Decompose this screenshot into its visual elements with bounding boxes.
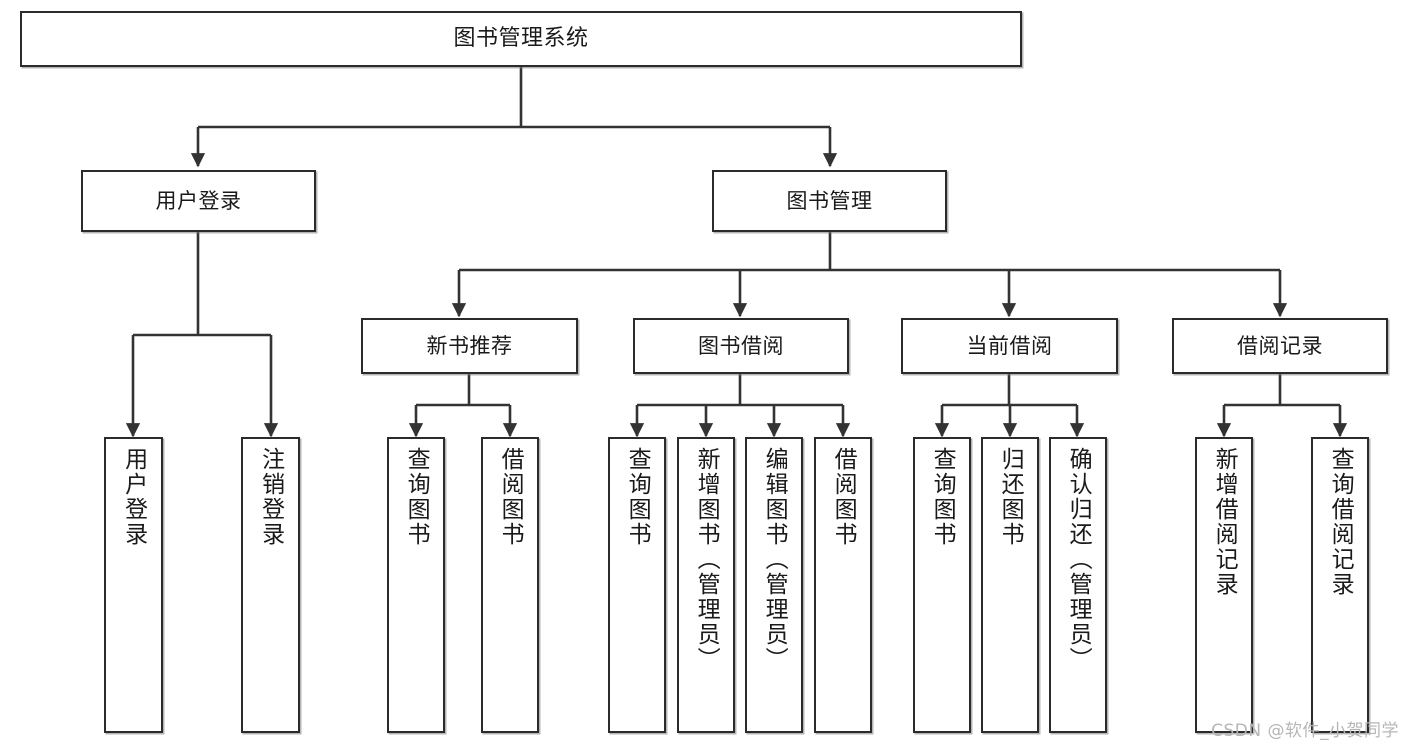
node-label: 借阅图书 <box>497 447 524 547</box>
node-leaf-query-book-current[interactable]: 查询图书 <box>913 437 971 733</box>
node-label: 当前借阅 <box>966 333 1053 358</box>
node-user-login[interactable]: 用户登录 <box>81 170 316 232</box>
node-leaf-confirm-return[interactable]: 确认归还（管理员） <box>1049 437 1107 733</box>
node-borrow-record[interactable]: 借阅记录 <box>1172 318 1388 374</box>
node-label: 查询图书 <box>403 447 430 547</box>
node-leaf-borrow-book-recommend[interactable]: 借阅图书 <box>481 437 539 733</box>
node-label: 新增图书（管理员） <box>693 447 720 672</box>
node-label: 用户登录 <box>120 447 147 547</box>
node-label: 编辑图书（管理员） <box>761 447 788 672</box>
node-leaf-user-login[interactable]: 用户登录 <box>104 437 163 733</box>
csdn-watermark: CSDN @软件_小贺同学 <box>1211 721 1399 741</box>
node-leaf-edit-book[interactable]: 编辑图书（管理员） <box>745 437 803 733</box>
node-label: 新增借阅记录 <box>1211 447 1238 597</box>
node-book-borrow[interactable]: 图书借阅 <box>633 318 849 374</box>
node-leaf-add-book[interactable]: 新增图书（管理员） <box>677 437 735 733</box>
node-label: 查询借阅记录 <box>1327 447 1354 597</box>
node-book-manage[interactable]: 图书管理 <box>712 170 947 232</box>
node-label: 注销登录 <box>257 447 284 547</box>
node-leaf-query-book-recommend[interactable]: 查询图书 <box>387 437 445 733</box>
node-root-system[interactable]: 图书管理系统 <box>20 11 1022 67</box>
node-label: 查询图书 <box>624 447 651 547</box>
node-label: 借阅记录 <box>1237 333 1323 358</box>
node-label: 归还图书 <box>997 447 1024 547</box>
node-label: 用户登录 <box>155 188 242 213</box>
node-leaf-add-borrow-record[interactable]: 新增借阅记录 <box>1195 437 1253 733</box>
node-leaf-query-borrow-record[interactable]: 查询借阅记录 <box>1311 437 1369 733</box>
node-new-book-recommend[interactable]: 新书推荐 <box>361 318 578 374</box>
node-label: 新书推荐 <box>426 333 513 358</box>
node-leaf-query-book-borrow[interactable]: 查询图书 <box>608 437 666 733</box>
node-label: 借阅图书 <box>830 447 857 547</box>
node-label: 图书借阅 <box>698 333 784 358</box>
node-leaf-borrow-book[interactable]: 借阅图书 <box>814 437 872 733</box>
node-label: 确认归还（管理员） <box>1065 447 1092 672</box>
node-current-borrow[interactable]: 当前借阅 <box>901 318 1118 374</box>
node-leaf-user-logout[interactable]: 注销登录 <box>241 437 300 733</box>
node-label: 图书管理系统 <box>453 26 589 52</box>
node-label: 图书管理 <box>786 188 873 213</box>
node-leaf-return-book[interactable]: 归还图书 <box>981 437 1039 733</box>
node-label: 查询图书 <box>929 447 956 547</box>
